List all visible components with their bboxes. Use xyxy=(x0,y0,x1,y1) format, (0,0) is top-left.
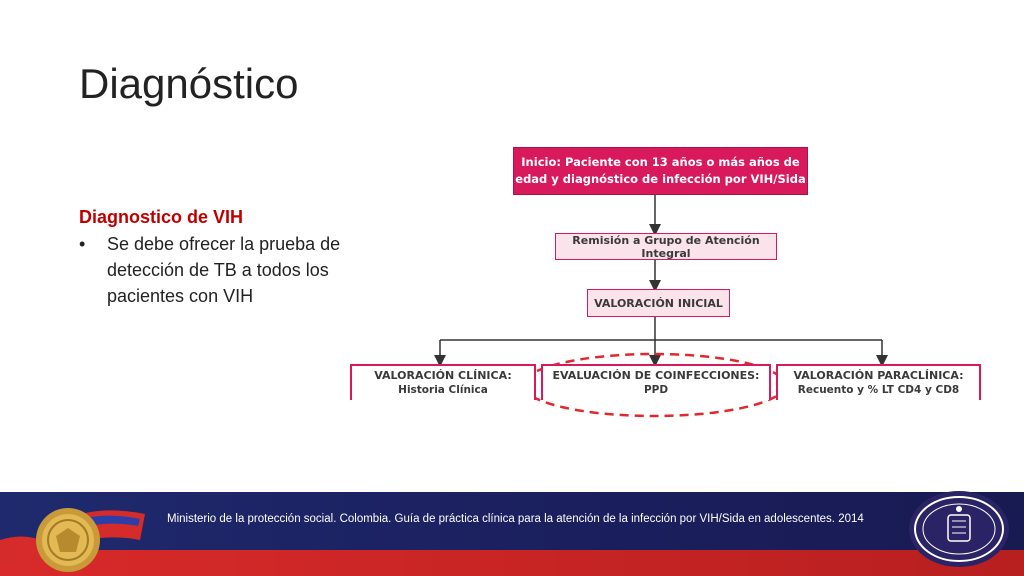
subheading: Diagnostico de VIH xyxy=(79,207,244,227)
footer-citation: Ministerio de la protección social. Colo… xyxy=(167,513,864,525)
flow-coinfecciones-box: EVALUACIÓN DE COINFECCIONES: PPD xyxy=(541,364,771,400)
flow-clinica-title: VALORACIÓN CLÍNICA: xyxy=(374,369,512,382)
flow-start-line-2: edad y diagnóstico de infección por VIH/… xyxy=(515,172,806,186)
flow-remision-box: Remisión a Grupo de Atención Integral xyxy=(555,233,777,260)
flow-clinica-sub: Historia Clínica xyxy=(398,384,488,396)
text-block: Diagnostico de VIH Se debe ofrecer la pr… xyxy=(79,207,379,309)
flow-valoracion-inicial-label: VALORACIÓN INICIAL xyxy=(594,296,723,310)
footer-red-stripe xyxy=(0,550,1024,576)
bullet-item: Se debe ofrecer la prueba de detección d… xyxy=(79,231,379,309)
university-crest-icon xyxy=(909,491,1009,567)
bullet-list: Se debe ofrecer la prueba de detección d… xyxy=(79,231,379,309)
flow-start-box: Inicio: Paciente con 13 años o más años … xyxy=(513,147,808,195)
flow-remision-label: Remisión a Grupo de Atención Integral xyxy=(572,233,760,260)
flow-valoracion-clinica-box: VALORACIÓN CLÍNICA: Historia Clínica xyxy=(350,364,536,400)
flow-paraclinica-sub: Recuento y % LT CD4 y CD8 xyxy=(797,384,960,396)
flowchart-connectors xyxy=(434,195,888,418)
flow-start-line-1: Inicio: Paciente con 13 años o más años … xyxy=(521,155,800,169)
flow-coinfecciones-title: EVALUACIÓN DE COINFECCIONES: xyxy=(552,369,760,382)
flow-coinfecciones-sub: PPD xyxy=(643,384,669,396)
slide-title: Diagnóstico xyxy=(79,60,299,107)
medal-logo-icon xyxy=(0,508,145,572)
flow-paraclinica-title: VALORACIÓN PARACLÍNICA: xyxy=(793,369,964,382)
flow-valoracion-inicial-box: VALORACIÓN INICIAL xyxy=(587,289,730,317)
flow-paraclinica-box: VALORACIÓN PARACLÍNICA: Recuento y % LT … xyxy=(776,364,981,400)
footer-band: Ministerio de la protección social. Colo… xyxy=(0,492,1024,576)
